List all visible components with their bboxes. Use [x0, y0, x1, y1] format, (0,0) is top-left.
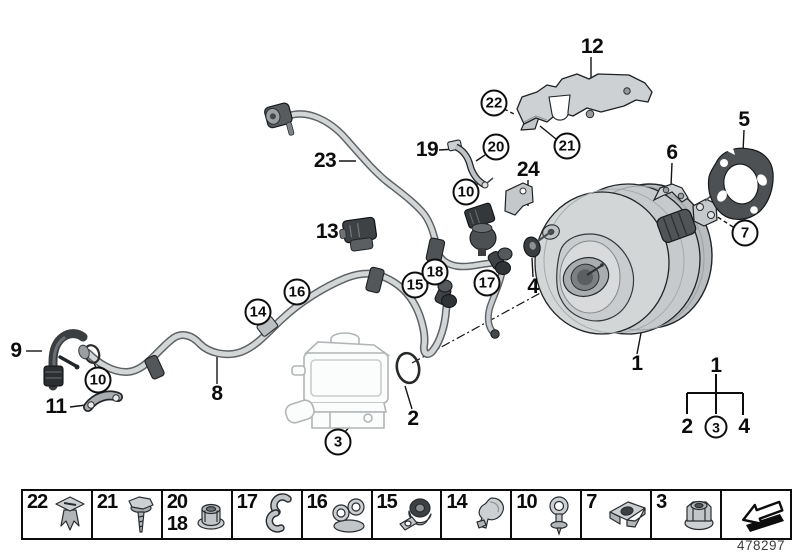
hose-elbow-9 [43, 329, 88, 391]
fastener-legend-strip: 22 21 20 18 [21, 489, 792, 540]
cage-nut-icon [609, 501, 646, 528]
fastener-label: 17 [236, 491, 258, 513]
callout-10b-circled: 10 [84, 366, 112, 394]
callout-18-circled: 18 [421, 258, 449, 286]
fastener-label: 7 [586, 491, 597, 513]
callout-20-circled: 20 [482, 133, 510, 161]
fastener-cell-7: 7 [580, 491, 650, 538]
callout-22-circled: 22 [480, 89, 508, 117]
legend-child-3-circled: 3 [704, 415, 728, 439]
fastener-label: 15 [376, 491, 398, 513]
callout-1: 1 [631, 352, 643, 375]
fastener-cell-14: 14 [440, 491, 510, 538]
spring-clip-icon [265, 493, 292, 533]
o-ring-2 [395, 351, 421, 385]
retaining-clip-icon [476, 497, 505, 529]
expanding-rivet-icon [55, 496, 85, 531]
vacuum-pipe-8 [78, 266, 457, 380]
callout-3-circled: 3 [324, 428, 352, 456]
callout-14-circled: 14 [244, 298, 272, 326]
callout-8: 8 [211, 382, 223, 405]
callout-16-circled: 16 [283, 278, 311, 306]
double-pipe-clamp-icon [331, 498, 365, 533]
callout-23: 23 [313, 149, 337, 172]
fastener-cell-17: 17 [230, 491, 301, 538]
fastener-label: 3 [656, 491, 667, 513]
callout-17-circled: 17 [473, 269, 501, 297]
grommet-4 [523, 236, 541, 258]
callout-5: 5 [738, 108, 750, 131]
legend-child-2: 2 [681, 415, 693, 438]
legend-child-4: 4 [738, 415, 750, 438]
legend-tree-lines [686, 374, 744, 415]
callout-6: 6 [666, 141, 678, 164]
fastener-cell-21: 21 [90, 491, 161, 538]
booster-pushrod [656, 208, 697, 243]
clamp-6 [652, 183, 689, 203]
fluid-reservoir-ghost [284, 332, 391, 429]
callout-12: 12 [580, 35, 604, 58]
pipe-clip-icon [549, 496, 569, 536]
gasket-5 [707, 147, 774, 220]
heat-shield-12 [516, 73, 653, 131]
callout-13: 13 [315, 220, 339, 243]
callout-15-circled: 15 [401, 271, 429, 299]
callout-2: 2 [407, 407, 419, 430]
fastener-label: 14 [446, 491, 467, 513]
pipe-clamp-16 [365, 266, 385, 294]
fastener-cell-22: 22 [23, 491, 91, 538]
bracket-24 [504, 182, 534, 216]
bracket-11 [83, 390, 123, 412]
fastener-cell-16: 16 [300, 491, 371, 538]
fastener-cell-10: 10 [510, 491, 580, 538]
pressure-sensor [464, 202, 497, 256]
hex-bolt-icon [128, 496, 154, 533]
callout-9: 9 [10, 339, 22, 362]
pipe-23-connector [264, 102, 295, 136]
elbow-fitting-17 [487, 247, 513, 275]
hose-end-clamp-10 [78, 344, 101, 364]
grommet-stud [537, 230, 553, 242]
pipe-clamp-14 [144, 354, 165, 380]
fastener-label: 21 [96, 491, 118, 513]
fastener-label: 22 [27, 491, 48, 513]
callout-7-circled: 7 [731, 219, 759, 247]
callout-21-circled: 21 [553, 132, 581, 160]
callout-19: 19 [415, 138, 439, 161]
fastener-cell-20-18: 20 18 [160, 491, 231, 538]
callout-10-circled: 10 [452, 178, 480, 206]
fastener-label: 18 [166, 513, 188, 535]
fastener-label: 16 [306, 491, 328, 513]
sensor-13 [339, 216, 378, 252]
callout-4: 4 [527, 275, 539, 298]
fastener-label: 10 [516, 491, 537, 513]
bracket-19 [447, 139, 494, 189]
fastener-label: 20 [166, 491, 188, 513]
bracket-7 [692, 194, 718, 227]
brake-booster [534, 183, 718, 335]
drawing-number: 478297 [737, 538, 786, 553]
grommet-clamp-icon [399, 498, 433, 531]
direction-arrow-icon [741, 500, 784, 532]
callout-24: 24 [516, 158, 540, 181]
hex-flange-nut-icon [684, 500, 714, 531]
fastener-cell-15: 15 [370, 491, 441, 538]
flange-nut-icon [197, 503, 225, 530]
fastener-cell-arrow [720, 491, 790, 538]
legend-parent-1: 1 [710, 354, 722, 377]
callout-11: 11 [45, 395, 67, 418]
fastener-cell-3: 3 [650, 491, 720, 538]
